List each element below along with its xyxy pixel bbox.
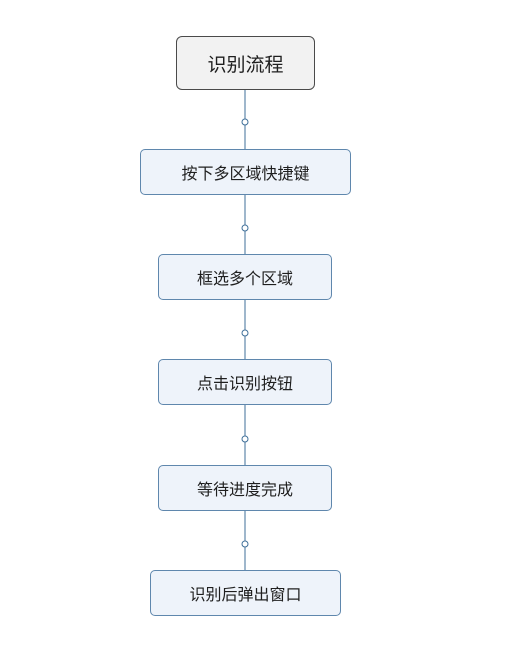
step-node-label: 框选多个区域	[196, 269, 293, 288]
step-node-select-regions[interactable]: 框选多个区域	[158, 254, 332, 300]
connector-dot-4	[241, 435, 249, 443]
connector-dot-5	[241, 540, 249, 548]
connector-dot-3	[241, 329, 249, 337]
connector-dot-1	[241, 118, 249, 126]
step-node-label: 按下多区域快捷键	[181, 164, 310, 183]
step-node-result-window[interactable]: 识别后弹出窗口	[150, 570, 341, 616]
step-node-wait-progress[interactable]: 等待进度完成	[158, 465, 332, 511]
step-node-press-shortcut[interactable]: 按下多区域快捷键	[140, 149, 351, 195]
step-node-label: 等待进度完成	[196, 480, 293, 499]
step-node-label: 点击识别按钮	[196, 374, 293, 393]
step-node-label: 识别后弹出窗口	[189, 585, 302, 604]
root-node-recognition-flow[interactable]: 识别流程	[176, 36, 315, 90]
step-node-click-recognize[interactable]: 点击识别按钮	[158, 359, 332, 405]
connector-dot-2	[241, 224, 249, 232]
root-node-label: 识别流程	[207, 53, 284, 76]
